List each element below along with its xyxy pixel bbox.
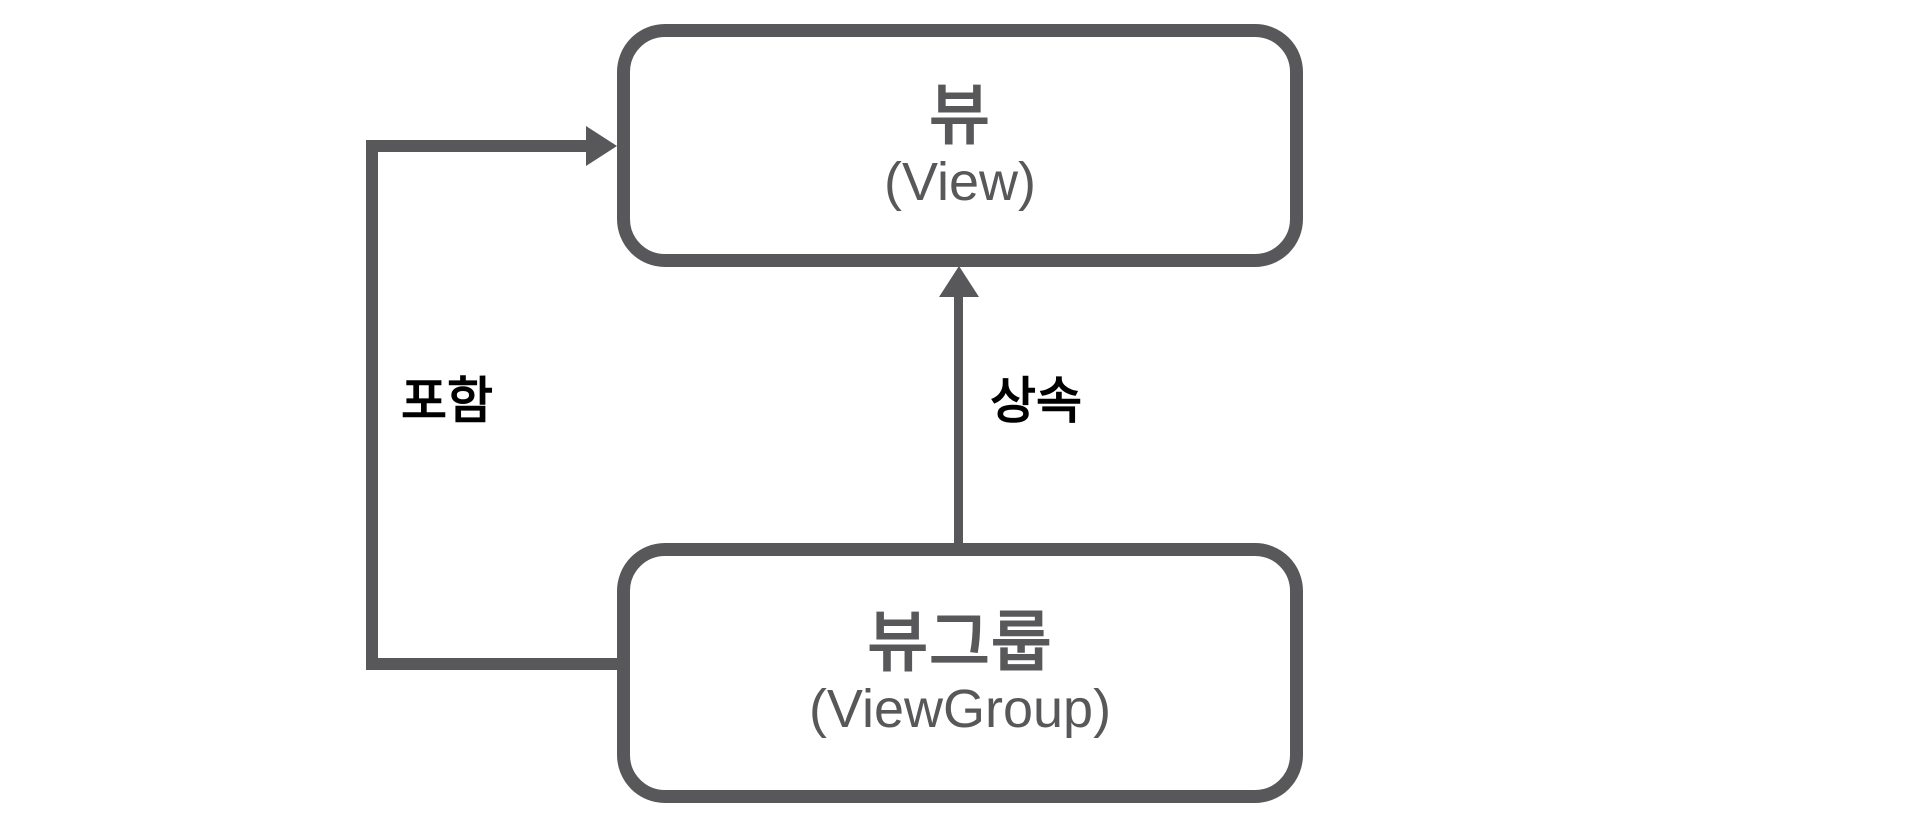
arrowhead-right-icon: [586, 126, 617, 166]
inheritance-line: [954, 292, 963, 556]
inheritance-edge-label: 상속: [990, 373, 1082, 429]
containment-line-vertical: [366, 140, 378, 670]
view-node-title: 뷰: [929, 77, 991, 152]
containment-edge-label: 포함: [401, 373, 493, 429]
viewgroup-node-title: 뷰그룹: [867, 605, 1053, 679]
viewgroup-node: 뷰그룹 (ViewGroup): [617, 543, 1303, 803]
containment-line-top: [366, 140, 589, 152]
containment-line-bottom: [366, 658, 618, 670]
view-node-subtitle: (View): [883, 151, 1037, 212]
viewgroup-node-subtitle: (ViewGroup): [808, 679, 1112, 739]
arrowhead-up-icon: [939, 266, 979, 297]
view-node: 뷰 (View): [617, 24, 1303, 267]
